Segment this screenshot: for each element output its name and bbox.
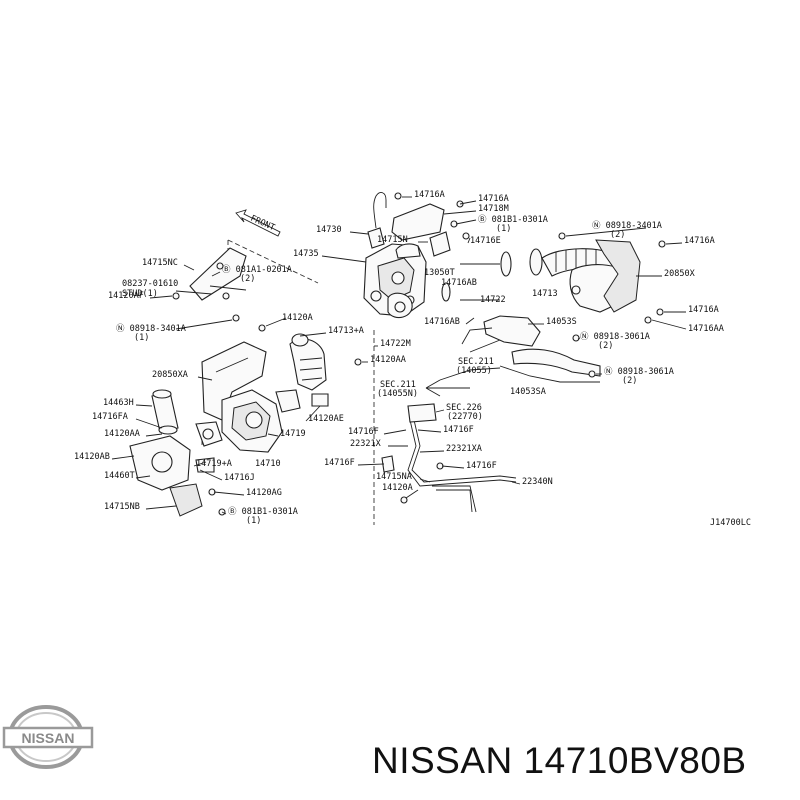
part-label: 14713	[532, 289, 558, 299]
part-label: 14053S	[546, 317, 577, 327]
part-label: 14716F	[348, 427, 379, 437]
part-label: 14735	[293, 249, 319, 259]
part-label: 08237-01610	[122, 279, 178, 289]
part-label: 14715NB	[104, 502, 140, 512]
vacuum-pipe-22340n	[381, 403, 517, 513]
part-label: 14722M	[380, 339, 411, 349]
part-label: 14120AB	[74, 452, 110, 462]
throttle-chamber	[221, 333, 329, 453]
part-label: 14716F	[443, 425, 474, 435]
part-label: 14716AB	[424, 317, 460, 327]
part-label: 14716A	[688, 305, 719, 315]
part-label: (2)	[622, 376, 637, 386]
part-label: 20850XA	[152, 370, 188, 380]
part-label: 14715NC	[142, 258, 178, 268]
part-label: Ⓝ 08918-3401A	[592, 221, 662, 231]
part-label: 14715NA	[376, 472, 412, 482]
part-label: 14719	[280, 429, 306, 439]
part-label: 14460T	[104, 471, 135, 481]
part-label: 14716A	[414, 190, 445, 200]
egr-gaskets	[441, 248, 543, 302]
part-label: 20850X	[664, 269, 696, 279]
part-label: 13050T	[424, 268, 455, 278]
part-label: 14716FA	[92, 412, 128, 422]
part-label: 14718M	[478, 204, 509, 214]
part-label: SEC.211	[458, 357, 494, 367]
part-label: 14716AA	[688, 324, 724, 334]
heat-shield-20850xa	[201, 341, 267, 421]
part-label: Ⓝ 08918-3061A	[604, 367, 674, 377]
part-label: (2)	[610, 230, 625, 240]
part-label: 14719+A	[196, 459, 232, 469]
part-label: 14716E	[470, 236, 501, 246]
part-label: (1)	[496, 224, 511, 234]
front-arrow: FRONT	[235, 209, 281, 237]
bracket-14715nc	[189, 247, 247, 301]
part-label: 14730	[316, 225, 342, 235]
part-label: (2)	[598, 341, 613, 351]
part-label: J14700LC	[710, 518, 751, 528]
leader-lines	[111, 196, 687, 515]
nissan-logo-text: NISSAN	[22, 730, 75, 746]
front-label: FRONT	[249, 214, 276, 234]
part-label: Ⓑ 081A1-0201A	[222, 265, 292, 275]
part-label: STUD(1)	[122, 289, 158, 299]
part-label: (2)	[240, 274, 255, 284]
part-label: Ⓑ 081B1-0301A	[478, 215, 548, 225]
part-label: 14722	[480, 295, 506, 305]
part-label: 14120AA	[104, 429, 140, 439]
part-label: 14053SA	[510, 387, 546, 397]
part-label: 22340N	[522, 477, 553, 487]
part-label: 14120A	[382, 483, 413, 493]
part-label: (1)	[246, 516, 261, 526]
part-label: (22770)	[447, 412, 483, 422]
egr-cooler-tube	[541, 239, 641, 313]
part-label: Ⓝ 08918-3401A	[116, 324, 186, 334]
egr-pipes	[425, 315, 601, 397]
part-label: 22321X	[350, 439, 382, 449]
part-label: 14120AA	[370, 355, 406, 365]
part-label: 14463H	[103, 398, 134, 408]
part-label: 14716A	[478, 194, 509, 204]
part-label: (14055N)	[377, 389, 418, 399]
part-label: 14716J	[224, 473, 255, 483]
part-label: 14715N	[377, 235, 408, 245]
part-label: SEC.226	[446, 403, 482, 413]
part-label: 14716F	[466, 461, 497, 471]
part-number-caption: NISSAN 14710BV80B	[372, 740, 747, 781]
part-label: 14120AG	[246, 488, 282, 498]
part-label: 14716F	[324, 458, 355, 468]
part-label: (1)	[134, 333, 149, 343]
part-label: SEC.211	[380, 380, 416, 390]
part-label: Ⓝ 08918-3061A	[580, 332, 650, 342]
part-label: 14710	[255, 459, 281, 469]
part-label: 14120AF	[108, 291, 144, 301]
part-label: 14716A	[684, 236, 715, 246]
nissan-logo: NISSAN	[2, 705, 94, 769]
part-label: 14716AB	[441, 278, 477, 288]
part-label: 22321XA	[446, 444, 482, 454]
part-label: 14713+A	[328, 326, 364, 336]
part-label: 14120AE	[308, 414, 344, 424]
part-label: (14055)	[456, 366, 492, 376]
part-label: 14120A	[282, 313, 313, 323]
part-label: Ⓑ 081B1-0301A	[228, 507, 298, 517]
egr-valve-assembly	[363, 192, 451, 319]
